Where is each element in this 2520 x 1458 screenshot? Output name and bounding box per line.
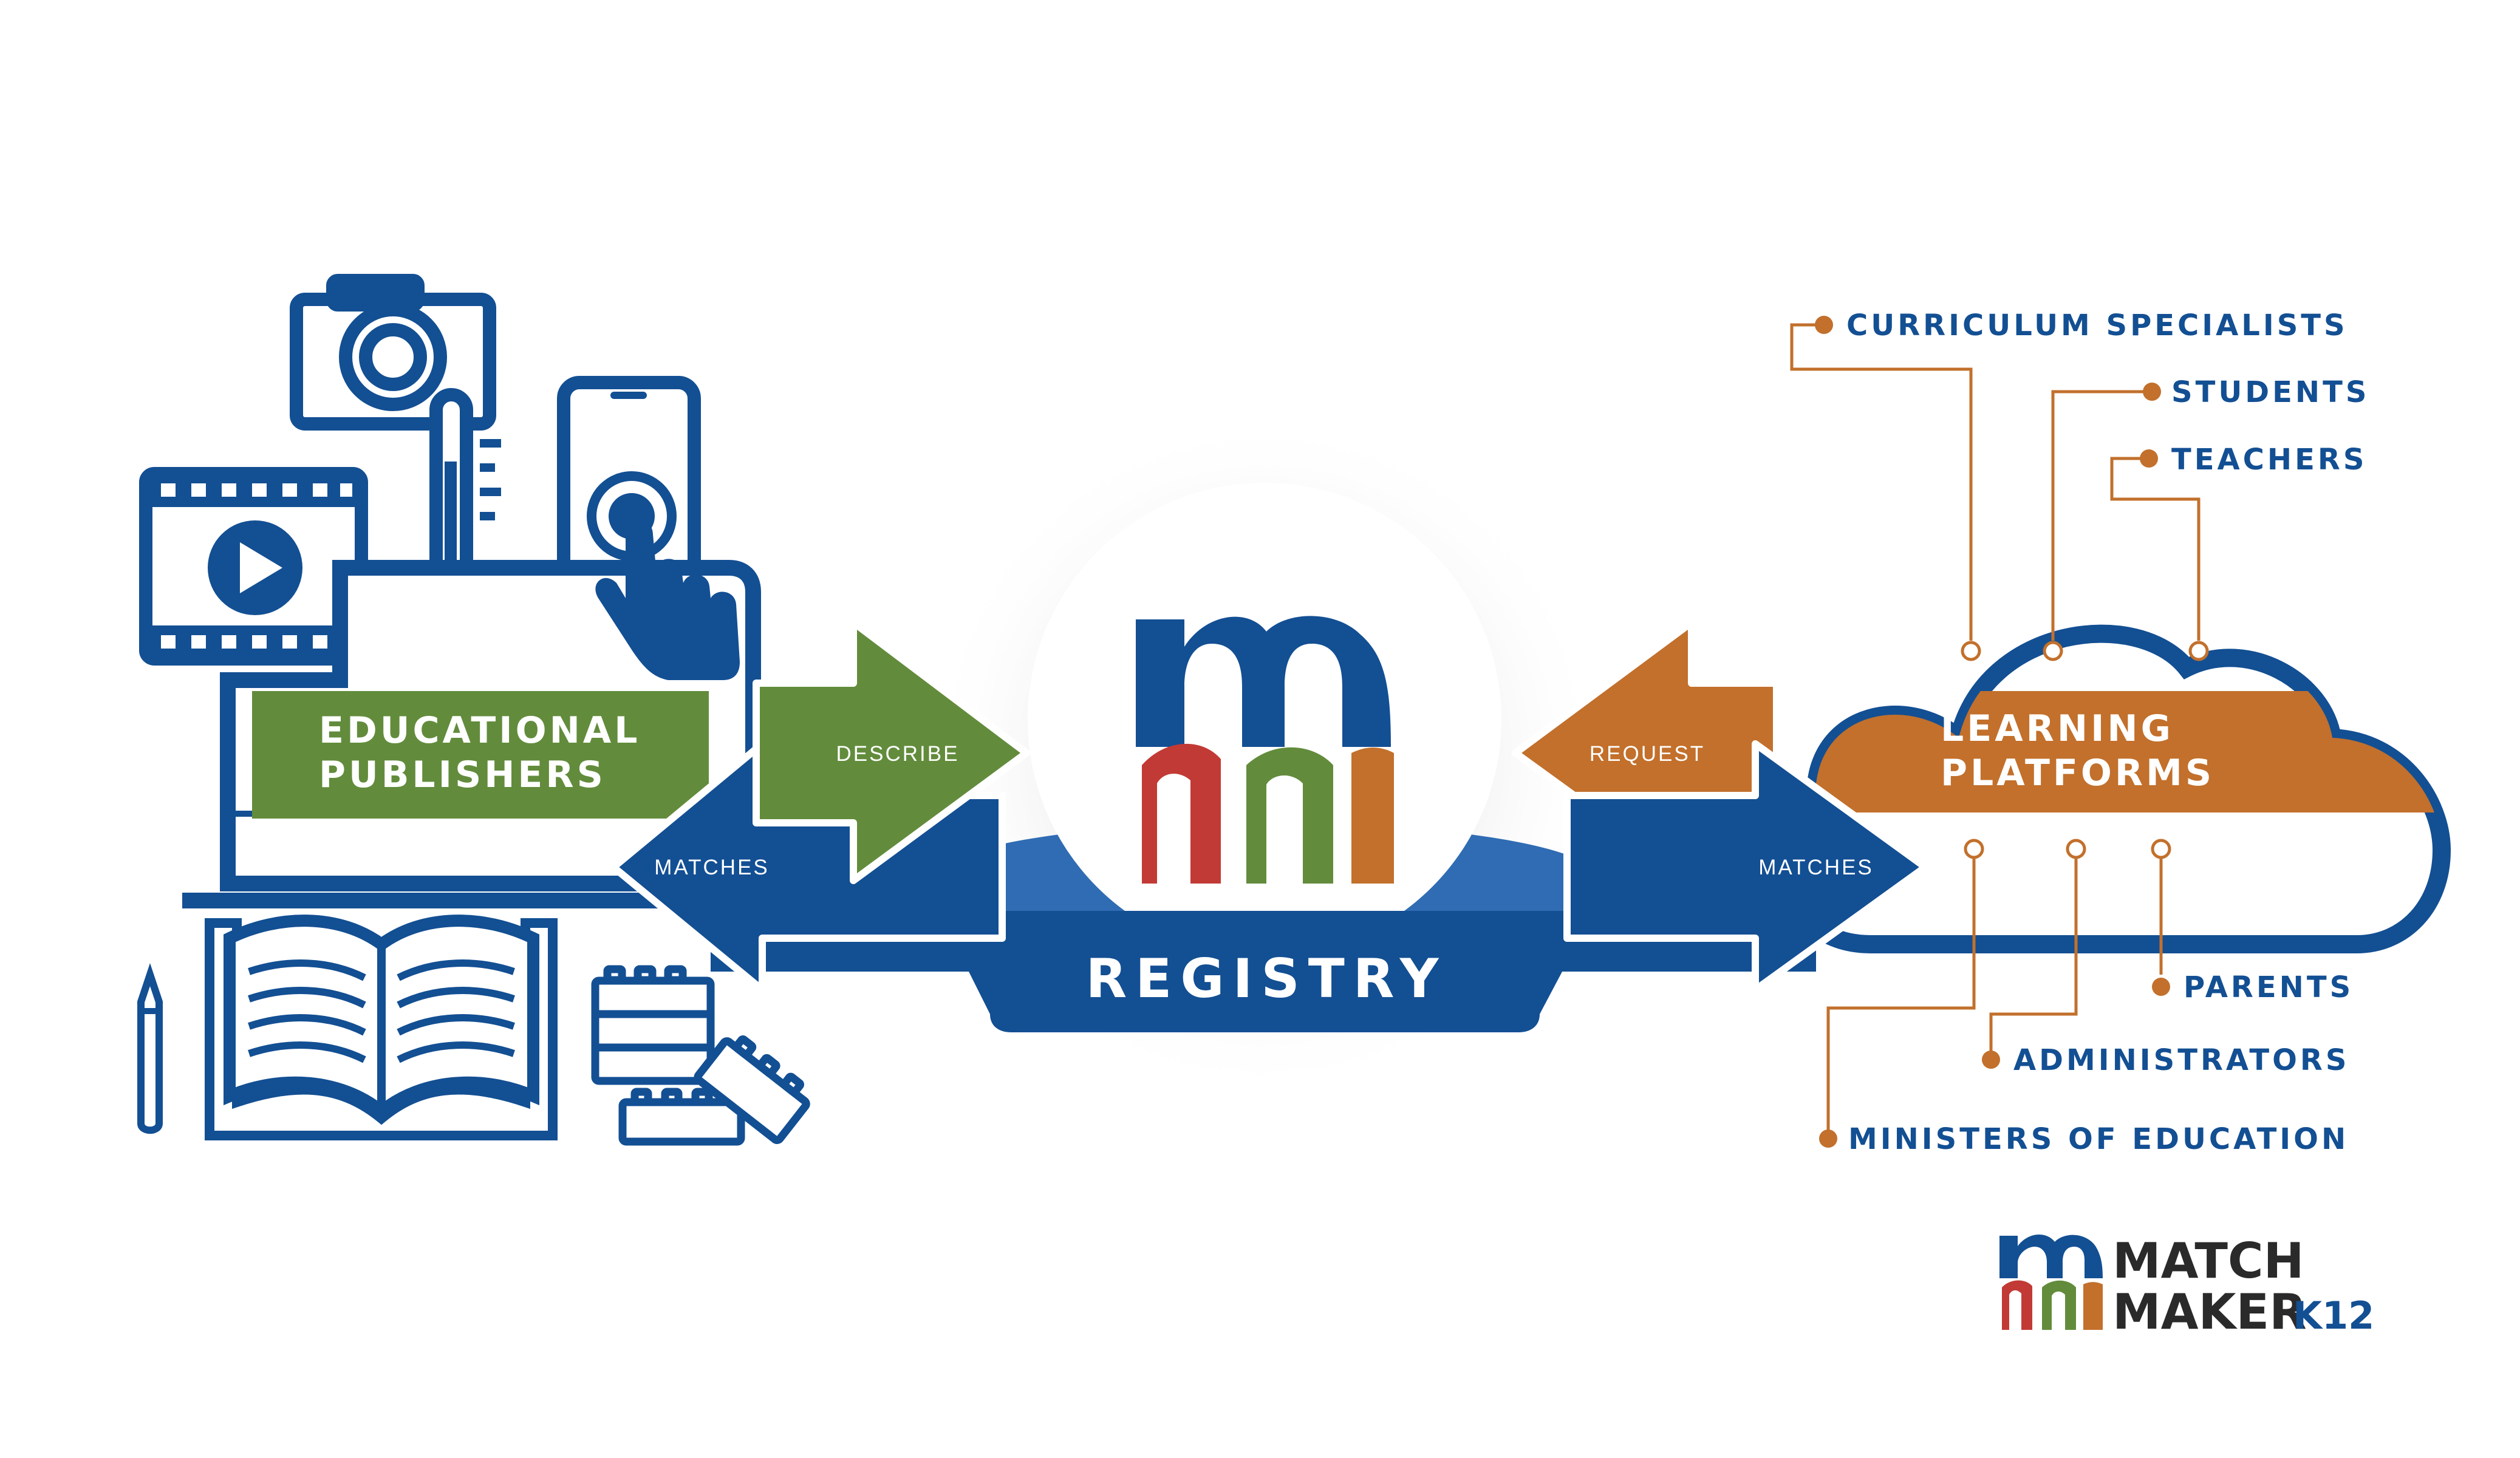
audience-curriculum-specialists: CURRICULUM SPECIALISTS	[1846, 308, 2348, 342]
describe-arrow: DESCRIBE	[753, 619, 1030, 884]
request-label: REQUEST	[1590, 742, 1705, 766]
matches-left-label: MATCHES	[654, 856, 770, 879]
brand-logo: MATCH MAKER K12	[1999, 1233, 2374, 1340]
matches-right-arrow: MATCHES	[1563, 740, 1929, 993]
audience-administrators: ADMINISTRATORS	[2013, 1043, 2349, 1077]
audience-ministers-of-education: MINISTERS OF EDUCATION	[1848, 1122, 2349, 1156]
brand-maker: MAKER	[2112, 1284, 2307, 1340]
audience-teachers: TEACHERS	[2171, 443, 2367, 477]
pointing-hand-icon	[595, 520, 740, 680]
publishers-title-line2: PUBLISHERS	[319, 754, 606, 796]
audience-students: STUDENTS	[2171, 375, 2369, 409]
platforms-title-line1: LEARNING	[1941, 707, 2174, 750]
describe-label: DESCRIBE	[836, 742, 960, 766]
platforms-title-line2: PLATFORMS	[1941, 752, 2214, 794]
publishers-group: EDUCATIONAL PUBLISHERS	[137, 274, 826, 1146]
pencil-icon	[137, 963, 163, 1134]
registry-mm-logo	[1136, 616, 1394, 884]
open-book-icon	[205, 915, 558, 1140]
brand-k12: K12	[2293, 1293, 2374, 1338]
audience-connectors-top	[1790, 323, 2201, 1139]
connector-nodes	[1961, 641, 2209, 859]
brand-mm-mark	[1999, 1235, 2103, 1330]
brand-match: MATCH	[2112, 1233, 2304, 1289]
video-play-icon	[139, 467, 368, 666]
platforms-group: LEARNING PLATFORMS CURRICULUM	[1779, 308, 2451, 1156]
camera-icon	[290, 274, 496, 431]
building-blocks-icon	[591, 965, 810, 1146]
matches-right-label: MATCHES	[1758, 856, 1874, 879]
publishers-title-band	[252, 691, 709, 819]
registry-banner	[938, 911, 1594, 1032]
registry-label: REGISTRY	[1086, 947, 1447, 1010]
registry-group: REGISTRY	[711, 416, 1816, 1096]
audience-parents: PARENTS	[2184, 970, 2354, 1004]
connector-dots	[1815, 316, 2170, 1148]
publishers-title-line1: EDUCATIONAL	[319, 709, 640, 752]
